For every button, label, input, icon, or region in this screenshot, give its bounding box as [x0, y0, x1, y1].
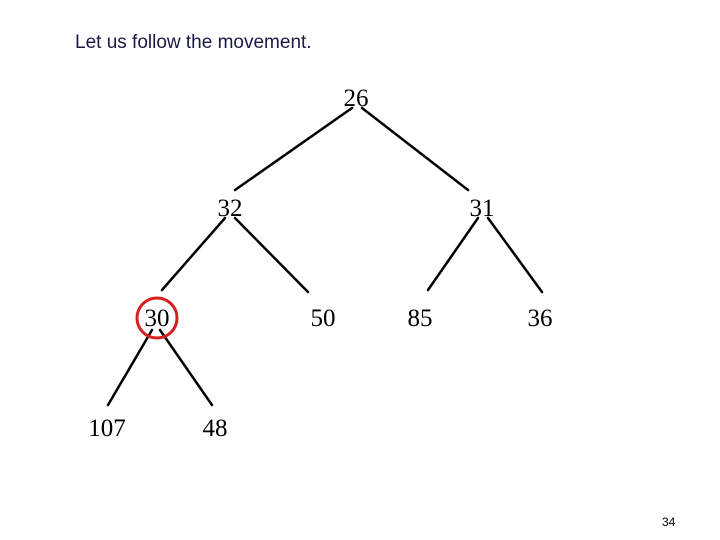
node-85: 85	[408, 305, 433, 332]
node-48: 48	[203, 415, 228, 442]
edge-26-32	[233, 106, 354, 192]
node-36: 36	[528, 305, 553, 332]
slide-title: Let us follow the movement.	[75, 32, 312, 53]
edge-31-85	[426, 216, 480, 292]
edge-32-30	[160, 216, 227, 292]
highlight-circle	[135, 296, 179, 340]
node-30: 30	[145, 305, 170, 332]
edge-31-36	[486, 216, 544, 294]
edge-32-50	[233, 216, 310, 294]
page-number: 34	[662, 515, 676, 529]
edge-30-107	[106, 328, 154, 407]
node-31: 31	[470, 195, 495, 222]
edge-30-48	[158, 328, 214, 407]
node-50: 50	[311, 305, 336, 332]
node-26: 26	[344, 85, 369, 112]
node-32: 32	[218, 195, 243, 222]
node-107: 107	[88, 415, 126, 442]
edge-26-31	[360, 106, 470, 192]
